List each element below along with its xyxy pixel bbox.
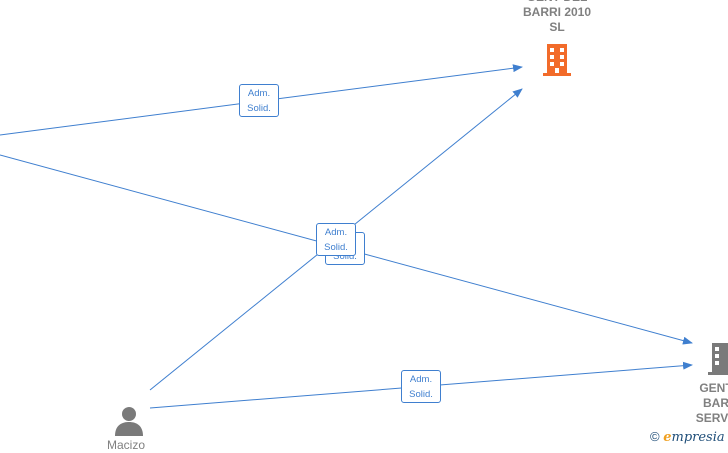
second-company-label[interactable]: GENT BAR SERVE bbox=[695, 381, 728, 425]
edge-label-line2: Solid. bbox=[247, 103, 271, 114]
edge-label-line1: Adm. bbox=[409, 374, 433, 385]
edge-label-left-to-main[interactable]: Adm. Solid. bbox=[239, 84, 279, 117]
empresia-watermark: © empresia bbox=[650, 429, 725, 445]
edge-label-line1: Adm. bbox=[247, 88, 271, 99]
brand-rest: mpresia bbox=[671, 430, 725, 445]
building-icon[interactable] bbox=[706, 341, 728, 376]
edge-label-line1: Adm. bbox=[324, 227, 348, 238]
person-label[interactable]: Macizo bbox=[106, 438, 145, 452]
person-icon[interactable] bbox=[113, 404, 145, 436]
edge-label-line2: Solid. bbox=[324, 242, 348, 253]
brand-initial: e bbox=[663, 430, 672, 445]
edge-label-line2: Solid. bbox=[333, 251, 357, 262]
edge-label-person-to-second[interactable]: Adm. Solid. bbox=[401, 370, 441, 403]
copyright-symbol: © bbox=[650, 429, 660, 444]
building-icon[interactable] bbox=[541, 42, 573, 77]
edge-label-person-to-main[interactable]: Adm. Solid. bbox=[316, 223, 356, 256]
main-company-label[interactable]: GENT DEL BARRI 2010 SL bbox=[522, 0, 592, 34]
edge-label-line2: Solid. bbox=[409, 389, 433, 400]
